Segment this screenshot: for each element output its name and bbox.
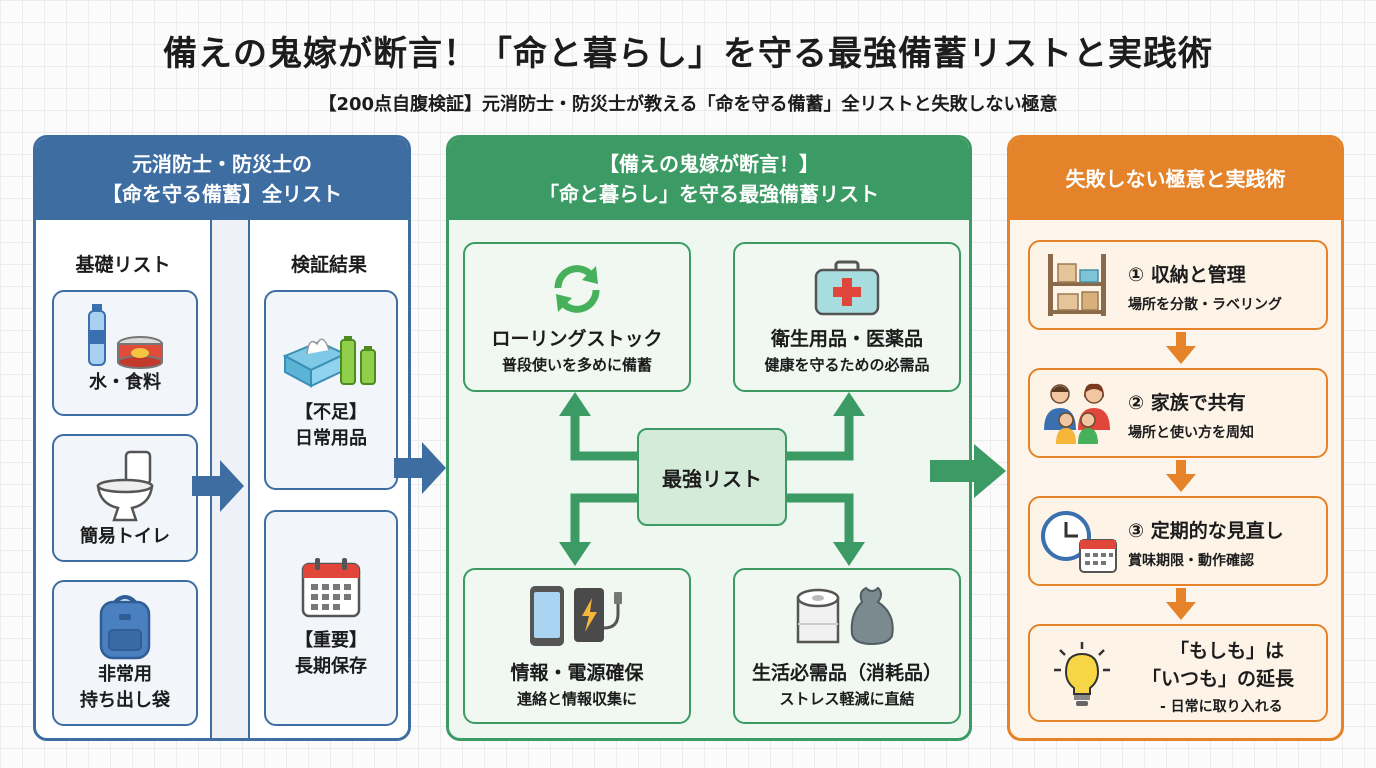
clock-calendar-icon	[1041, 511, 1117, 573]
card-subtitle: 連絡と情報収集に	[516, 690, 637, 708]
card-title: 情報・電源確保	[510, 662, 644, 684]
recycle-icon	[554, 265, 600, 313]
card-subtitle: 健康を守るための必需品	[764, 356, 930, 374]
basic-item-label-line1: 非常用	[98, 664, 152, 685]
tip-title: ① 収納と管理	[1128, 264, 1246, 286]
basic-item-label: 簡易トイレ	[80, 526, 170, 547]
full-list-header: 元消防士・防災士の 【命を守る備蓄】全リスト	[36, 138, 408, 220]
strongest-list-header-line2: 「命と暮らし」を守る最強備蓄リスト	[539, 182, 879, 206]
basic-list-heading: 基礎リスト	[75, 254, 171, 276]
card-info-power: 情報・電源確保 連絡と情報収集に	[463, 568, 691, 724]
calendar-icon	[301, 558, 361, 618]
tips-header: 失敗しない極意と実践術	[1010, 138, 1341, 220]
page-title: 備えの鬼嫁が断言！「命と暮らし」を守る最強備蓄リストと実践術	[163, 34, 1213, 74]
tips-flow-arrows	[1166, 332, 1196, 620]
card-subtitle: 普段使いを多めに備蓄	[501, 356, 652, 374]
tips-header-label: 失敗しない極意と実践術	[1065, 167, 1286, 191]
shelf-icon	[1048, 254, 1106, 316]
full-list-header-line1: 元消防士・防災士の	[132, 152, 312, 176]
tip-title: ② 家族で共有	[1128, 392, 1246, 414]
verify-heading: 検証結果	[290, 254, 367, 276]
strongest-list-panel: 【備えの鬼嫁が断言！】 「命と暮らし」を守る最強備蓄リスト 最強リスト ローリン…	[446, 135, 972, 741]
strongest-list-header: 【備えの鬼嫁が断言！】 「命と暮らし」を守る最強備蓄リスト	[449, 138, 969, 220]
toilet-paper-bag-icon	[796, 586, 894, 646]
tip-title: ③ 定期的な見直し	[1128, 520, 1284, 542]
card-daily-necessities: 生活必需品（消耗品） ストレス軽減に直結	[733, 568, 961, 724]
phone-powerbank-icon	[530, 586, 622, 646]
card-title: 生活必需品（消耗品）	[751, 662, 942, 684]
backpack-icon	[99, 595, 151, 660]
basic-item-backpack: 非常用 持ち出し袋	[52, 580, 198, 726]
card-subtitle: ストレス軽減に直結	[779, 690, 915, 708]
full-list-header-line2: 【命を守る備蓄】全リスト	[102, 182, 342, 206]
verify-item-label-line1: 【不足】	[295, 402, 367, 423]
tip-subtitle: 場所を分散・ラベリング	[1128, 297, 1282, 313]
verify-item-label-line2: 日常用品	[295, 428, 367, 449]
tip-subtitle: - 日常に取り入れる	[1160, 699, 1283, 715]
arrow-list-to-tips	[930, 444, 1006, 498]
basic-item-water-food: 水・食料	[52, 290, 198, 416]
toilet-icon	[96, 450, 154, 522]
tip-title-line1: 「もしも」は	[1170, 640, 1285, 662]
card-title: ローリングストック	[491, 328, 663, 350]
tip-family-share: ② 家族で共有 場所と使い方を周知	[1028, 368, 1328, 458]
tip-subtitle: 賞味期限・動作確認	[1128, 553, 1254, 569]
tip-title-line2: 「いつも」の延長	[1142, 668, 1295, 690]
tips-panel: 失敗しない極意と実践術 ① 収納と管理 場所を分散・ラベリング	[1007, 135, 1344, 741]
first-aid-kit-icon	[814, 260, 880, 316]
tip-subtitle: 場所と使い方を周知	[1128, 425, 1254, 441]
family-icon	[1044, 383, 1110, 444]
tip-periodic-review: ③ 定期的な見直し 賞味期限・動作確認	[1028, 496, 1328, 586]
verify-item-label-line2: 長期保存	[295, 656, 367, 677]
verify-item-daily-goods: 【不足】 日常用品	[264, 290, 398, 490]
connector-arrows	[559, 392, 865, 566]
verify-item-long-storage: 【重要】 長期保存	[264, 510, 398, 726]
tip-storage: ① 収納と管理 場所を分散・ラベリング	[1028, 240, 1328, 330]
basic-list-column: 基礎リスト 水・食料 簡易トイレ	[36, 220, 212, 738]
lightbulb-icon	[1054, 642, 1110, 706]
verify-item-label-line1: 【重要】	[295, 630, 367, 651]
full-list-panel: 元消防士・防災士の 【命を守る備蓄】全リスト 基礎リスト 水・食料 簡易トイ	[33, 135, 411, 741]
arrow-basic-to-verify	[192, 460, 244, 512]
basic-item-label-line2: 持ち出し袋	[80, 690, 170, 711]
basic-item-toilet: 簡易トイレ	[52, 434, 198, 562]
verify-column: 検証結果 【不足】 日常用品	[248, 220, 408, 738]
strongest-list-center-label: 最強リスト	[662, 466, 762, 491]
water-food-icon	[88, 304, 163, 369]
tissue-battery-icon	[282, 336, 376, 388]
page-subtitle: 【200点自腹検証】元消防士・防災士が教える「命を守る備蓄」全リストと失敗しない…	[318, 94, 1058, 115]
strongest-list-header-line1: 【備えの鬼嫁が断言！】	[599, 152, 819, 176]
tip-everyday: 「もしも」は 「いつも」の延長 - 日常に取り入れる	[1028, 624, 1328, 722]
arrow-verify-to-list	[394, 442, 446, 494]
card-hygiene-medicine: 衛生用品・医薬品 健康を守るための必需品	[733, 242, 961, 392]
card-title: 衛生用品・医薬品	[770, 328, 923, 350]
strongest-list-center: 最強リスト	[637, 428, 787, 526]
card-rolling-stock: ローリングストック 普段使いを多めに備蓄	[463, 242, 691, 392]
basic-item-label: 水・食料	[89, 372, 161, 393]
